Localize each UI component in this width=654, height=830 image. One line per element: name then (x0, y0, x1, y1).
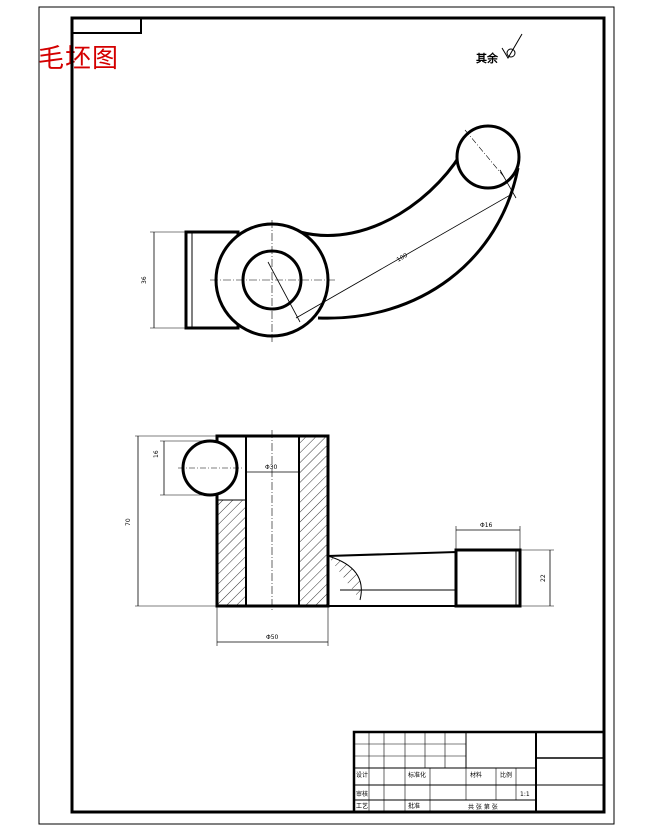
top-view: 100 36 (141, 124, 521, 342)
label-standard: 标准化 (408, 771, 426, 779)
dim-pin-height: 22 (540, 574, 547, 582)
front-view: Φ30 70 16 Φ50 Φ16 22 (125, 430, 554, 646)
label-approve: 批准 (408, 802, 420, 810)
right-hatch-section (298, 435, 329, 607)
label-sheet: 共 张 第 张 (468, 803, 498, 811)
corner-tab (72, 18, 142, 34)
dim-arm-length: 100 (396, 252, 410, 264)
label-checker: 审核 (356, 790, 368, 798)
dim-top-height: 36 (141, 276, 148, 284)
left-hatch-section (216, 499, 247, 607)
arm-outline (299, 144, 520, 320)
roughness-note-label: 其余 (476, 51, 499, 65)
roughness-symbol (501, 33, 523, 59)
dim-front-total-height: 70 (125, 518, 132, 526)
outer-border (38, 6, 615, 825)
label-process: 工艺 (356, 802, 368, 810)
front-pin (454, 548, 522, 608)
title-block (352, 730, 606, 814)
label-designer: 设计 (356, 771, 368, 779)
label-material: 材料 (470, 771, 482, 779)
arm-end-boss (455, 124, 521, 190)
page-title: 毛坯图 (38, 44, 120, 74)
dim-front-bore: Φ30 (265, 464, 278, 471)
dim-front-base-width: Φ50 (266, 634, 279, 641)
dim-pin-length: Φ16 (480, 522, 493, 529)
value-scale: 1:1 (520, 791, 530, 798)
label-scale: 比例 (500, 771, 512, 779)
dim-front-small-height: 16 (153, 450, 160, 458)
inner-border (70, 16, 606, 814)
